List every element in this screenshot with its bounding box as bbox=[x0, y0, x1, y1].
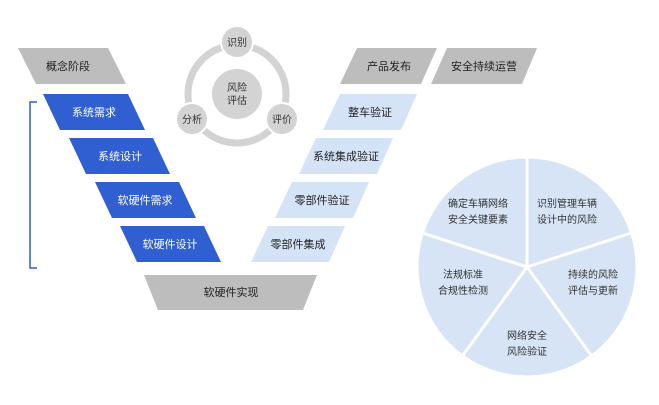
pie-segment-design-risk bbox=[525, 155, 634, 270]
risk-node-label: 识别 bbox=[227, 37, 247, 49]
risk-node-label: 分析 bbox=[182, 113, 202, 126]
right-step-component-integration: 零部件集成 bbox=[251, 226, 345, 262]
bottom-step-label: 软硬件实现 bbox=[204, 285, 259, 299]
pie-segment-continuous-assessment bbox=[524, 231, 639, 359]
left-step-label: 系统需求 bbox=[72, 106, 116, 119]
left-step-system-requirements: 系统需求 bbox=[43, 94, 145, 130]
risk-cycle-center bbox=[212, 69, 262, 119]
left-step-system-design: 系统设计 bbox=[69, 138, 170, 174]
risk-node-label: 评价 bbox=[272, 114, 292, 126]
right-step-label: 整车验证 bbox=[348, 105, 392, 119]
left-step-hw-sw-requirements: 软硬件需求 bbox=[95, 182, 196, 218]
risk-cycle-center-line1: 风险 bbox=[227, 81, 247, 94]
right-step-label: 零部件验证 bbox=[295, 193, 350, 207]
left-step-label: 系统设计 bbox=[98, 150, 142, 163]
safe-operation-banner: 安全持续运营 bbox=[431, 48, 537, 84]
pie-label-continuous-assessment-line1: 持续的风险 bbox=[568, 268, 618, 281]
product-release-banner: 产品发布 bbox=[340, 48, 437, 84]
bottom-step-implementation: 软硬件实现 bbox=[144, 275, 317, 310]
concept-phase-banner: 概念阶段 bbox=[18, 48, 126, 84]
right-step-label: 系统集成验证 bbox=[313, 149, 379, 163]
pie-label-continuous-assessment-line2: 评估与更新 bbox=[568, 284, 618, 297]
pie-segment-risk-validation bbox=[460, 264, 594, 379]
pie-segment-compliance bbox=[415, 231, 530, 359]
pie-segments bbox=[415, 155, 639, 379]
product-release-label: 产品发布 bbox=[367, 59, 411, 73]
left-step-hw-sw-design: 软硬件设计 bbox=[120, 226, 221, 262]
risk-cycle-center-line2: 评估 bbox=[227, 94, 247, 107]
pie-label-critical-elements-line2: 安全关键要素 bbox=[448, 213, 508, 226]
left-step-label: 软硬件设计 bbox=[143, 237, 198, 251]
right-step-label: 零部件集成 bbox=[271, 237, 326, 251]
concept-phase-label: 概念阶段 bbox=[46, 59, 90, 73]
left-step-label: 软硬件需求 bbox=[118, 193, 173, 207]
pie-segment-critical-elements bbox=[420, 155, 529, 270]
right-step-system-integration-validation: 系统集成验证 bbox=[299, 138, 393, 174]
risk-node-evaluate bbox=[265, 102, 299, 136]
risk-node-identify bbox=[220, 25, 254, 59]
risk-cycle: 风险 评估 识别 评价 分析 bbox=[175, 25, 299, 147]
right-step-vehicle-validation: 整车验证 bbox=[323, 94, 417, 130]
safe-operation-label: 安全持续运营 bbox=[451, 59, 517, 73]
left-bracket bbox=[29, 101, 37, 269]
pie-label-compliance-line1: 法规标准 bbox=[443, 268, 483, 281]
pie-label-design-risk-line1: 识别管理车辆 bbox=[537, 197, 597, 210]
right-step-component-validation: 零部件验证 bbox=[275, 182, 369, 218]
pie-label-risk-validation-line2: 风险验证 bbox=[507, 345, 547, 358]
pie-label-critical-elements-line1: 确定车辆网络 bbox=[448, 197, 508, 210]
pie-label-risk-validation-line1: 网络安全 bbox=[507, 329, 547, 342]
pie-label-compliance-line2: 合规性检测 bbox=[438, 284, 488, 297]
pie-label-design-risk-line2: 设计中的风险 bbox=[537, 213, 597, 226]
security-pie: 确定车辆网络 安全关键要素 识别管理车辆 设计中的风险 持续的风险 评估与更新 … bbox=[415, 155, 639, 379]
risk-node-analyze bbox=[175, 102, 209, 136]
